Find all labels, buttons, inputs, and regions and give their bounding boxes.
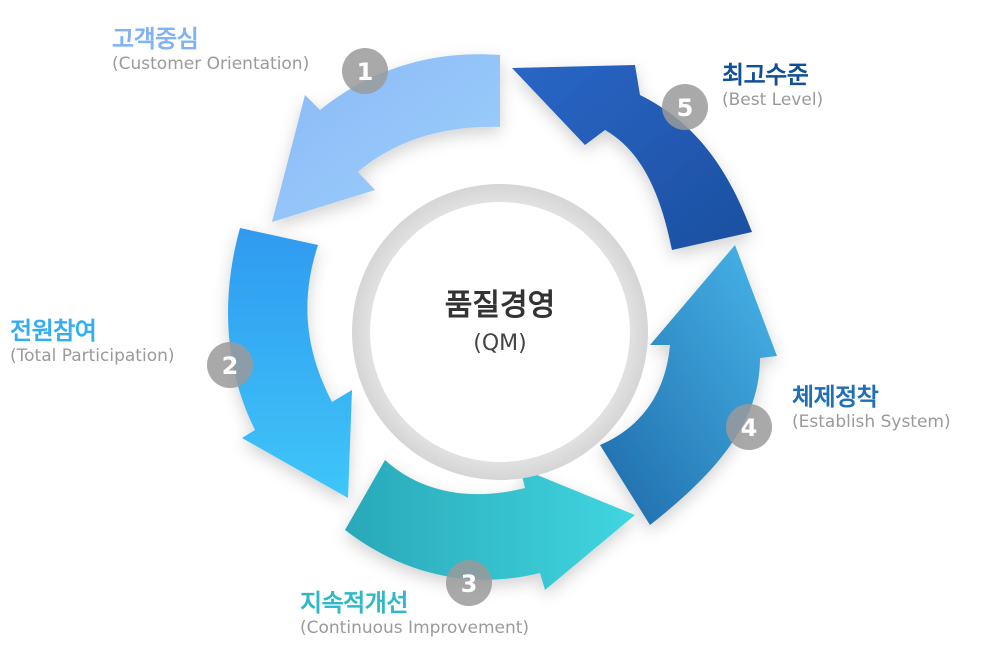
step-2-title-en: (Total Participation) (10, 345, 175, 366)
badge-1-number: 1 (357, 58, 374, 86)
badge-2: 2 (207, 342, 253, 388)
badge-4: 4 (726, 404, 772, 450)
step-3-title-ko: 지속적개선 (300, 589, 408, 617)
step-2-title-ko: 전원참여 (10, 317, 97, 345)
center-title: 품질경영 (445, 288, 555, 323)
step-4-title-ko: 체제정착 (792, 383, 879, 411)
step-4-title-en: (Establish System) (792, 411, 951, 432)
badge-1: 1 (342, 48, 388, 94)
step-label-1: 고객중심 (Customer Orientation) (112, 25, 310, 74)
step-1-title-ko: 고객중심 (112, 25, 199, 53)
step-5-title-ko: 최고수준 (722, 61, 809, 89)
center-hub: 품질경영 (QM) (352, 184, 648, 480)
step-label-4: 체제정착 (Establish System) (792, 383, 951, 432)
badge-3-number: 3 (461, 570, 478, 598)
step-label-2: 전원참여 (Total Participation) (10, 317, 175, 366)
badge-5: 5 (662, 84, 708, 130)
segment-arrow-2 (228, 228, 352, 498)
segment-arrow-3 (345, 460, 635, 590)
step-3-title-en: (Continuous Improvement) (300, 617, 530, 638)
segment-arrows (228, 54, 777, 590)
badge-3: 3 (446, 560, 492, 606)
number-badges: 1 2 3 4 5 (207, 48, 772, 606)
badge-4-number: 4 (741, 414, 758, 442)
segment-arrow-1 (272, 54, 500, 223)
badge-5-number: 5 (677, 94, 694, 122)
segment-arrow-4 (600, 245, 777, 525)
badge-2-number: 2 (222, 352, 239, 380)
step-label-5: 최고수준 (Best Level) (722, 61, 824, 110)
segment-arrow-5 (512, 65, 752, 250)
step-1-title-en: (Customer Orientation) (112, 53, 310, 74)
step-5-title-en: (Best Level) (722, 89, 824, 110)
center-subtitle: (QM) (473, 331, 526, 356)
step-label-3: 지속적개선 (Continuous Improvement) (300, 589, 530, 638)
